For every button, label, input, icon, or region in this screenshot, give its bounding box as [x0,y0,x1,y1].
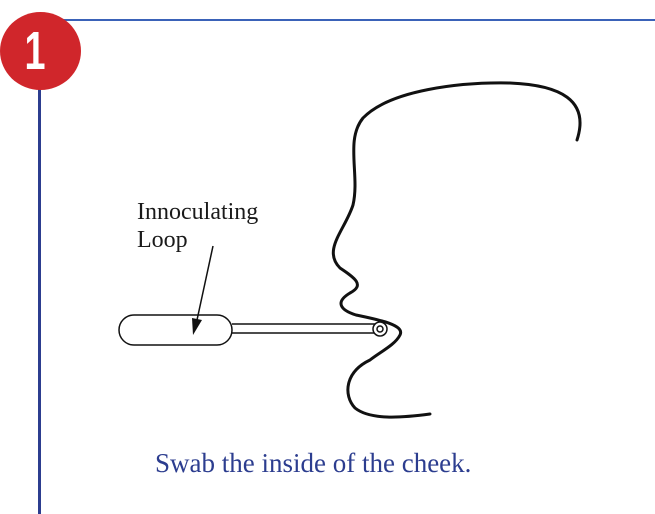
inoculating-loop-label: Innoculating Loop [137,198,258,254]
step-number-badge: 1 [0,12,81,90]
step-caption: Swab the inside of the cheek. [155,448,471,479]
step-number: 1 [25,24,46,78]
loop-tip-inner [377,326,383,332]
loop-handle [119,315,232,345]
label-leader-line [197,246,213,320]
loop-label-line2: Loop [137,226,258,254]
face-profile-outline [333,83,580,417]
loop-label-line1: Innoculating [137,198,258,226]
